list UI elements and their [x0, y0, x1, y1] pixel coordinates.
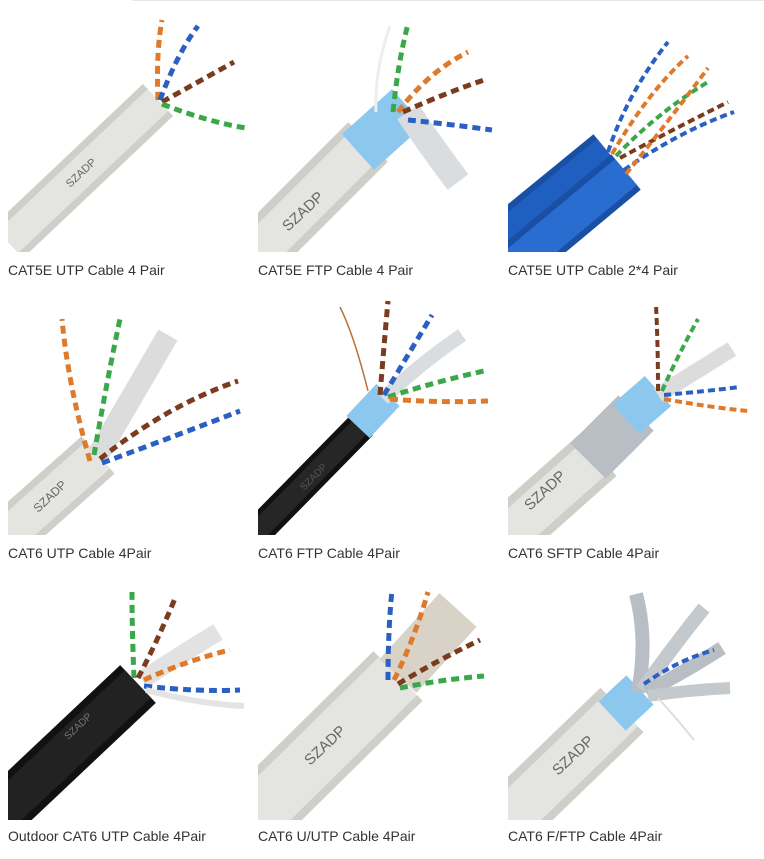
- product-caption[interactable]: CAT6 SFTP Cable 4Pair: [508, 545, 660, 561]
- product-caption[interactable]: Outdoor CAT6 UTP Cable 4Pair: [8, 828, 206, 844]
- cable-illustration: SZADP: [258, 300, 489, 535]
- product-image[interactable]: SZADP: [508, 295, 754, 535]
- cable-illustration: SZADP: [258, 23, 493, 252]
- cable-illustration: SZADP: [8, 19, 247, 252]
- product-image[interactable]: SZADP: [508, 580, 754, 820]
- product-image[interactable]: SZADP: [8, 580, 254, 820]
- product-caption[interactable]: CAT5E UTP Cable 2*4 Pair: [508, 262, 678, 278]
- cable-illustration: SZADP: [8, 591, 245, 820]
- cable-illustration: SZADP: [8, 318, 241, 535]
- product-image[interactable]: [508, 12, 754, 252]
- product-image[interactable]: SZADP: [258, 580, 504, 820]
- cable-illustration: SZADP: [508, 592, 731, 820]
- cable-illustration: [508, 40, 735, 252]
- top-divider: [132, 0, 764, 1]
- product-caption[interactable]: CAT5E UTP Cable 4 Pair: [8, 262, 165, 278]
- product-image[interactable]: SZADP: [8, 12, 254, 252]
- product-caption[interactable]: CAT6 U/UTP Cable 4Pair: [258, 828, 416, 844]
- cable-illustration: SZADP: [508, 304, 749, 535]
- product-caption[interactable]: CAT6 FTP Cable 4Pair: [258, 545, 400, 561]
- product-image[interactable]: SZADP: [258, 295, 504, 535]
- product-caption[interactable]: CAT6 F/FTP Cable 4Pair: [508, 828, 663, 844]
- cable-illustration: SZADP: [258, 589, 485, 820]
- product-caption[interactable]: CAT5E FTP Cable 4 Pair: [258, 262, 414, 278]
- product-image[interactable]: SZADP: [8, 295, 254, 535]
- product-caption[interactable]: CAT6 UTP Cable 4Pair: [8, 545, 152, 561]
- product-image[interactable]: SZADP: [258, 12, 504, 252]
